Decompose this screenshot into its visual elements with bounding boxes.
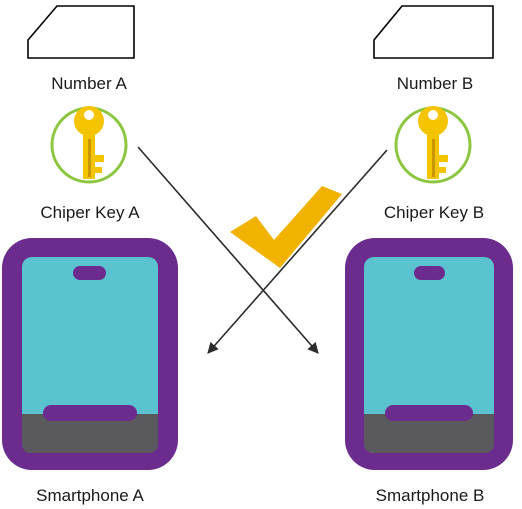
key-a-label: Chiper Key A: [40, 203, 140, 222]
smartphone-icon-b: [345, 238, 513, 470]
edge-key-a-to-phone-b: [137, 146, 319, 354]
checkmark-icon: [230, 186, 342, 268]
number-a-label: Number A: [51, 74, 127, 93]
key-b-label: Chiper Key B: [384, 203, 484, 222]
key-icon-a: [50, 106, 128, 184]
edge-key-b-to-phone-a: [207, 149, 388, 354]
sim-card-icon-a: [27, 5, 135, 59]
phone-a-label: Smartphone A: [36, 486, 144, 505]
sim-card-icon-b: [373, 5, 494, 59]
smartphone-icon-a: [2, 238, 178, 470]
number-b-label: Number B: [397, 74, 474, 93]
phone-b-label: Smartphone B: [376, 486, 485, 505]
key-icon-b: [394, 106, 472, 184]
